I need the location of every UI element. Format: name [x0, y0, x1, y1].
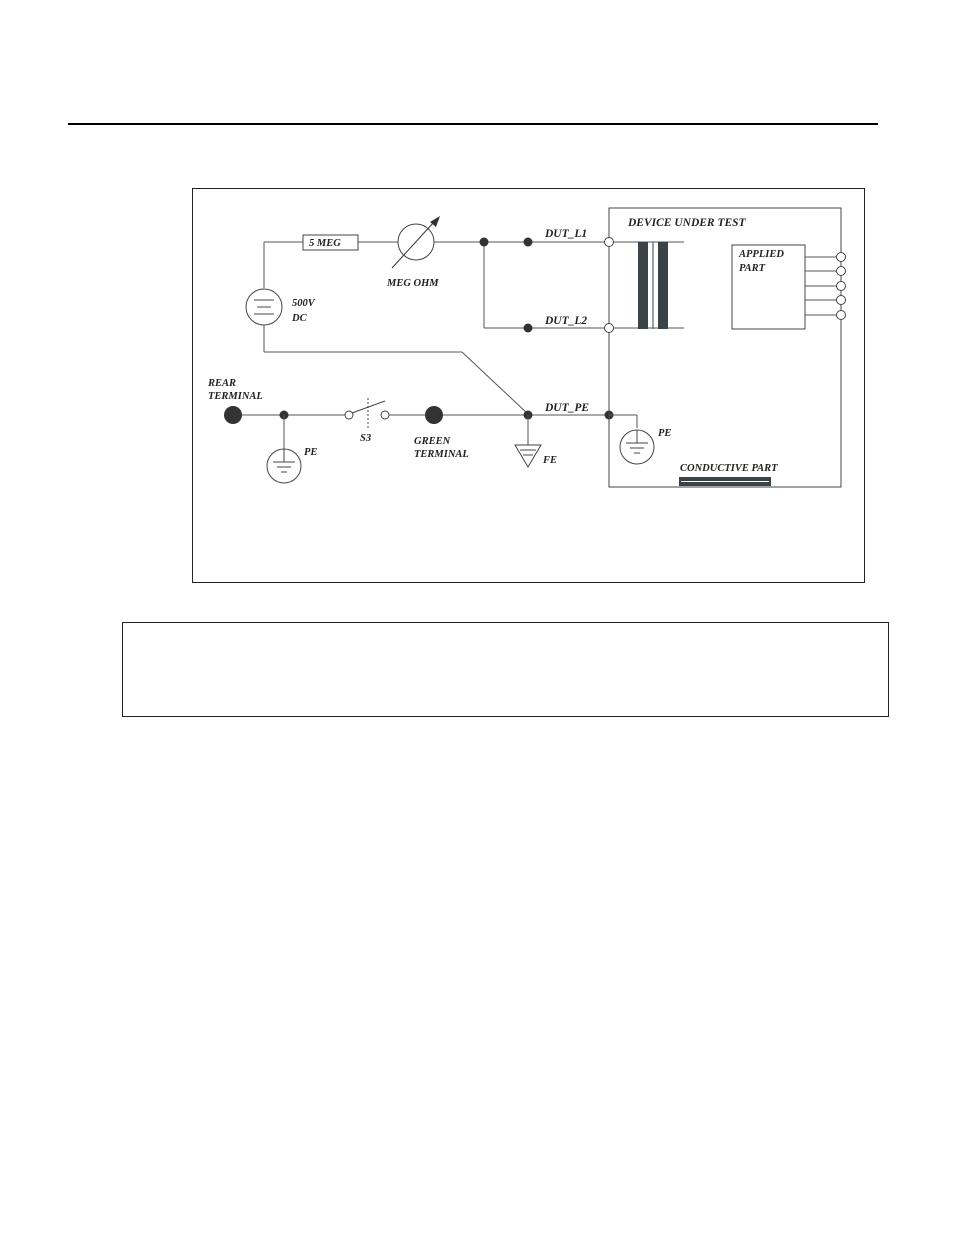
- ground-icon: [619, 429, 655, 465]
- terminal-l1: [604, 237, 614, 247]
- transformer-icon: [638, 242, 668, 329]
- rear-terminal-label-1: REAR: [207, 378, 236, 389]
- ground-icon: [266, 448, 302, 484]
- applied-part-label-1: APPLIED: [738, 249, 784, 260]
- dut-title: DEVICE UNDER TEST: [627, 217, 747, 229]
- dut-pe-label: DUT_PE: [544, 402, 589, 414]
- source-type-label: DC: [291, 313, 308, 324]
- conductive-part-label: CONDUCTIVE PART: [680, 463, 778, 474]
- green-terminal: [425, 406, 443, 424]
- green-terminal-label-1: GREEN: [414, 436, 451, 447]
- conductive-part: [679, 477, 771, 486]
- meter-label: MEG OHM: [386, 278, 439, 289]
- applied-part-box: [731, 244, 806, 330]
- pe-dut-label: PE: [658, 428, 671, 439]
- green-terminal-label-2: TERMINAL: [414, 449, 469, 460]
- dut-l2-label: DUT_L2: [544, 315, 587, 327]
- node-dut-l2: [523, 323, 533, 333]
- source-voltage-label: 500V: [292, 298, 316, 309]
- resistor-label: 5 MEG: [309, 238, 341, 249]
- diagram-frame: [192, 188, 865, 583]
- ohmmeter-icon: [391, 216, 440, 269]
- dc-source-icon: [245, 288, 283, 326]
- applied-part-leads: [805, 252, 846, 320]
- fe-label: FE: [542, 455, 557, 466]
- rear-terminal-label-2: TERMINAL: [208, 391, 263, 402]
- switch-label: S3: [360, 433, 371, 444]
- applied-part-label-2: PART: [739, 263, 766, 274]
- functional-earth-icon: [514, 444, 542, 468]
- dut-l1-label: DUT_L1: [544, 228, 587, 240]
- node-dut-l1: [523, 237, 533, 247]
- pe-rear-label: PE: [304, 447, 317, 458]
- switch-icon: [344, 398, 390, 428]
- note-box: [122, 622, 889, 717]
- terminal-l2: [604, 323, 614, 333]
- node-junction-top: [479, 237, 489, 247]
- rear-terminal: [224, 406, 242, 424]
- wire-return-diagonal: [461, 351, 529, 415]
- top-rule: [68, 123, 878, 125]
- dut-enclosure: [608, 207, 842, 488]
